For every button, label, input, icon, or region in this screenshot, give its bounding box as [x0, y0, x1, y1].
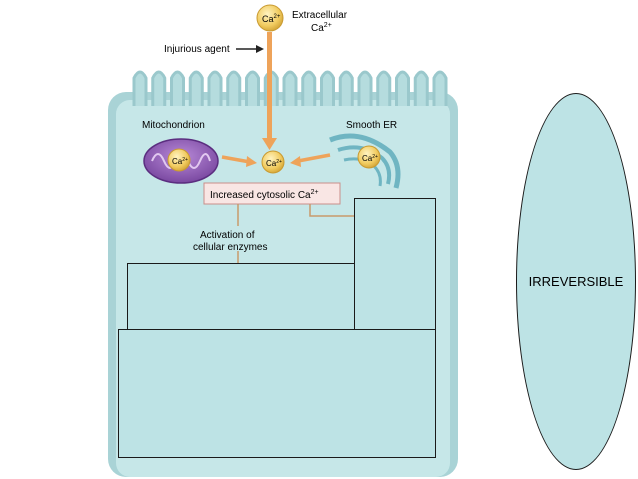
extracellular-label: Extracellular [292, 10, 348, 21]
microvillus [357, 70, 373, 106]
mitochondrion: Mitochondrion Ca2+ [142, 120, 219, 184]
increased-cytosolic-box: Increased cytosolic Ca2+ [203, 182, 341, 205]
svg-text:Ca2+: Ca2+ [311, 22, 332, 34]
release-arrows [221, 153, 331, 167]
microvillus [132, 70, 148, 106]
influx-arrow [262, 32, 277, 150]
microvillus [320, 70, 335, 106]
svg-text:Injurious agent: Injurious agent [164, 44, 230, 55]
cytosolic-calcium: Ca2+ [261, 150, 285, 174]
microvillus [245, 70, 260, 106]
svg-text:Ca2+: Ca2+ [262, 14, 281, 24]
irreversible-oval: IRREVERSIBLE [516, 93, 636, 470]
microvillus [301, 70, 317, 106]
microvillus [207, 70, 223, 106]
svg-text:Ca2+: Ca2+ [362, 154, 378, 163]
activation-label-line1: Activation of [200, 230, 255, 241]
microvillus [395, 70, 410, 106]
extracellular-calcium: Ca2+ Extracellular Ca2+ [256, 4, 348, 34]
microvillus [170, 70, 185, 106]
svg-text:Increased cytosolic Ca2+: Increased cytosolic Ca2+ [210, 189, 319, 201]
svg-text:Ca2+: Ca2+ [266, 159, 282, 168]
microvillus [188, 70, 204, 106]
microvillus [226, 70, 242, 106]
overlay-box-bottom [118, 329, 436, 458]
activation-label-line2: cellular enzymes [193, 242, 267, 253]
microvillus [376, 70, 392, 106]
microvillus [413, 70, 429, 106]
mitochondrion-label: Mitochondrion [142, 120, 205, 131]
overlay-box-right [354, 198, 436, 333]
microvillus [338, 70, 354, 106]
injurious-agent: Injurious agent [164, 44, 264, 55]
connector-lines [237, 204, 356, 265]
irreversible-label: IRREVERSIBLE [528, 274, 624, 289]
smooth-er-label: Smooth ER [346, 120, 397, 131]
smooth-er: Smooth ER Ca2+ [329, 120, 401, 189]
microvillus [151, 70, 167, 106]
microvillus [282, 70, 298, 106]
overlay-box-middle [127, 263, 355, 331]
svg-text:Ca2+: Ca2+ [172, 157, 188, 166]
microvillus [432, 70, 448, 106]
